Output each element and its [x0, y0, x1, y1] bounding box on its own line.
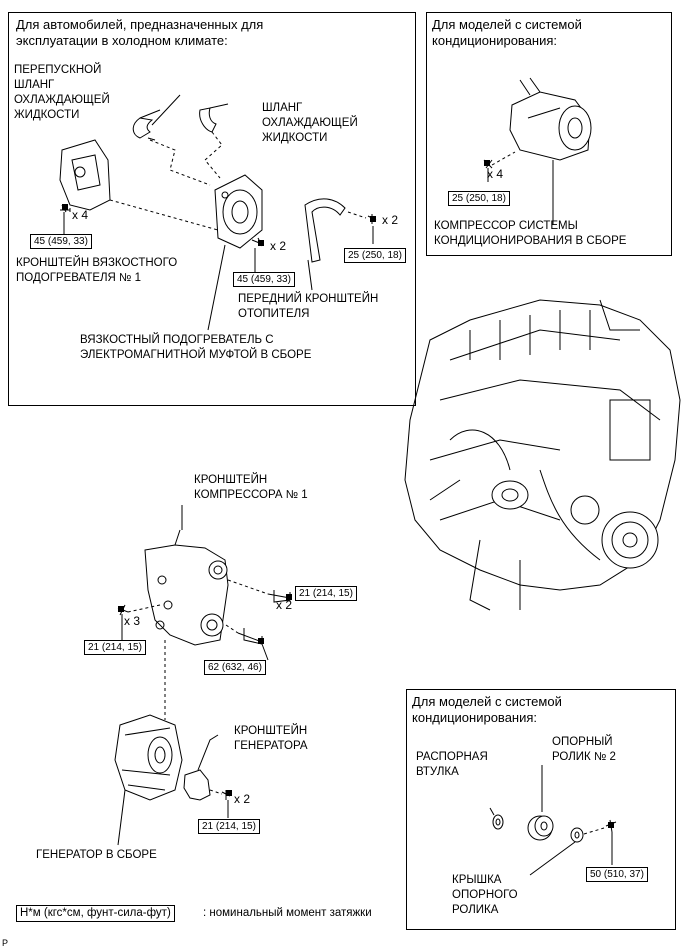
torque-21a: 21 (214, 15) — [295, 586, 357, 601]
viscous-heater-drawing — [214, 174, 263, 249]
ac-compressor-label: КОМПРЕССОР СИСТЕМЫ КОНДИЦИОНИРОВАНИЯ В С… — [434, 220, 627, 247]
compressor-bracket-label: КРОНШТЕЙН КОМПРЕССОРА № 1 — [194, 474, 308, 501]
alternator-bracket-label: КРОНШТЕЙН ГЕНЕРАТОРА — [234, 725, 308, 752]
qty-front: x 2 — [382, 213, 399, 227]
spacer-drawing — [492, 814, 504, 830]
idler-pulley-drawing — [527, 815, 554, 841]
coolant-hose-drawing — [199, 103, 229, 133]
compressor-bracket-drawing — [144, 529, 229, 646]
qty-heater: x 2 — [270, 239, 287, 253]
cold-climate-title: Для автомобилей, предназначенных для экс… — [16, 17, 264, 48]
ac-bottom-panel — [406, 689, 676, 930]
spacer-label: РАСПОРНАЯ ВТУЛКА — [416, 751, 488, 778]
legend-unit-box: Н*м (кгс*см, фунт-сила-фут) — [16, 905, 175, 922]
torque-idler: 50 (510, 37) — [586, 867, 648, 882]
qty-21b: x 3 — [124, 614, 141, 628]
coolant-hose-label: ШЛАНГ ОХЛАЖДАЮЩЕЙ ЖИДКОСТИ — [262, 102, 358, 144]
idler-cover-label: КРЫШКА ОПОРНОГО РОЛИКА — [452, 874, 518, 916]
bypass-hose-drawing — [132, 109, 161, 141]
engine-drawing — [404, 299, 681, 611]
ac-compressor-drawing — [509, 77, 592, 161]
front-heater-bracket-label: ПЕРЕДНИЙ КРОНШТЕЙН ОТОПИТЕЛЯ — [238, 293, 379, 320]
alternator-bracket-drawing — [183, 734, 219, 801]
qty-21a: x 2 — [276, 598, 293, 612]
alternator-label: ГЕНЕРАТОР В СБОРЕ — [36, 849, 157, 861]
idler-pulley-label: ОПОРНЫЙ РОЛИК № 2 — [552, 736, 616, 763]
qty-bracket: x 4 — [72, 208, 89, 222]
torque-21c: 21 (214, 15) — [198, 819, 260, 834]
heater-bracket-drawing — [59, 139, 111, 211]
ac-top-title: Для моделей с системой кондиционирования… — [432, 17, 582, 48]
idler-cover-drawing — [570, 827, 584, 843]
heater-bracket-label: КРОНШТЕЙН ВЯЗКОСТНОГО ПОДОГРЕВАТЕЛЯ № 1 — [16, 257, 178, 284]
torque-21b: 21 (214, 15) — [84, 640, 146, 655]
alternator-drawing — [114, 714, 183, 801]
bypass-hose-label: ПЕРЕПУСКНОЙ ШЛАНГ ОХЛАЖДАЮЩЕЙ ЖИДКОСТИ — [14, 64, 110, 121]
torque-bracket: 45 (459, 33) — [30, 234, 92, 249]
front-heater-bracket-drawing — [304, 198, 346, 263]
ac-top-panel — [426, 12, 672, 256]
torque-compressor: 25 (250, 18) — [448, 191, 510, 206]
qty-compressor: x 4 — [487, 167, 504, 181]
legend-text: : номинальный момент затяжки — [203, 907, 372, 919]
torque-62: 62 (632, 46) — [204, 660, 266, 675]
torque-heater: 45 (459, 33) — [233, 272, 295, 287]
torque-front: 25 (250, 18) — [344, 248, 406, 263]
cold-climate-panel — [8, 12, 416, 406]
viscous-heater-label: ВЯЗКОСТНЫЙ ПОДОГРЕВАТЕЛЬ С ЭЛЕКТРОМАГНИТ… — [80, 334, 312, 361]
qty-21c: x 2 — [234, 792, 251, 806]
ac-bottom-title: Для моделей с системой кондиционирования… — [412, 694, 562, 725]
corner-mark: P — [2, 938, 9, 948]
